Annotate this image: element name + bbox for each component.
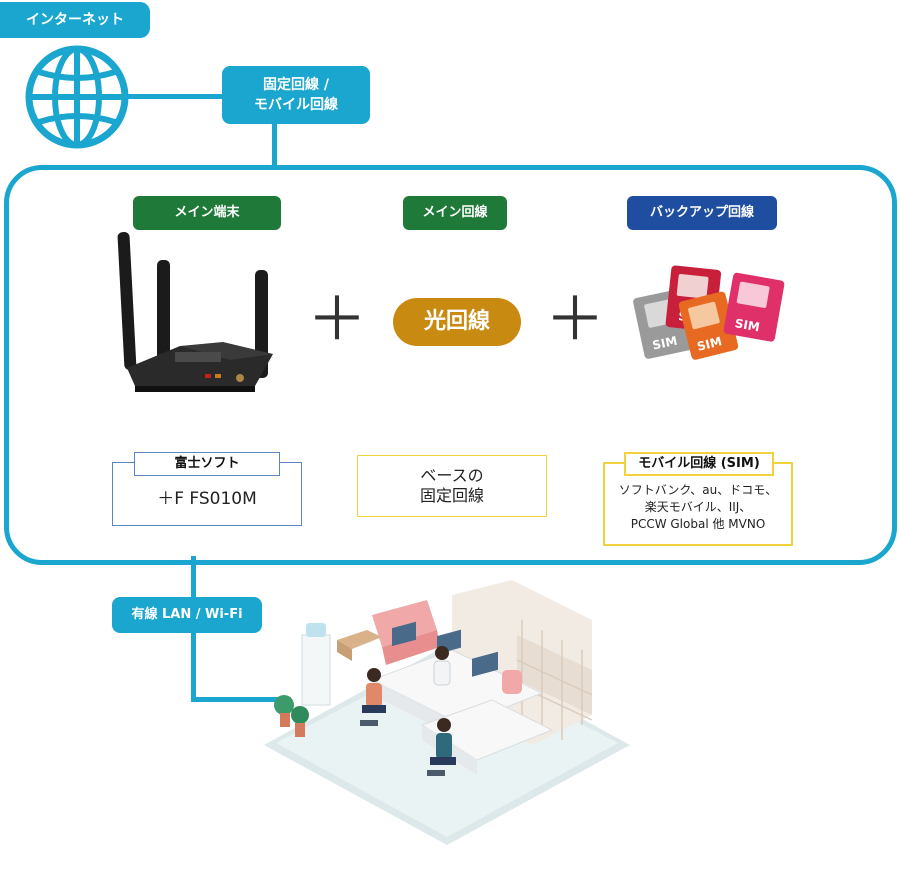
fixed-mobile-line-label: 固定回線 / モバイル回線	[222, 66, 370, 124]
office-illustration	[264, 580, 630, 845]
fixed-mobile-label-line1: 固定回線 /	[263, 77, 329, 93]
connector-to-box	[272, 122, 277, 170]
mobile-sim-card: ソフトバンク、au、ドコモ、 楽天モバイル、IIJ、 PCCW Global 他…	[603, 462, 793, 546]
fujisoft-card-title: 富士ソフト	[134, 452, 280, 476]
plus-sign-2: ＋	[545, 285, 605, 355]
connector-lan-horizontal	[191, 697, 291, 702]
base-card-line1: ベースの	[420, 466, 484, 485]
fixed-mobile-label-line2: モバイル回線	[254, 97, 338, 113]
sim-chip-gray-text: SIM	[651, 334, 678, 353]
main-line-tag: メイン回線	[403, 196, 507, 230]
sim-cards-image: SIM SIM SIM SIM	[633, 265, 785, 360]
sim-chip-orange-text: SIM	[696, 334, 724, 354]
plus-sign-1: ＋	[307, 285, 367, 355]
hikari-line-label: 光回線	[393, 298, 521, 346]
sim-card-line3: PCCW Global 他 MVNO	[630, 517, 766, 531]
lan-wifi-label: 有線 LAN / Wi-Fi	[112, 597, 262, 633]
sim-chip-pink-text: SIM	[734, 316, 761, 334]
connector-internet	[128, 94, 228, 99]
main-terminal-tag: メイン端末	[133, 196, 281, 230]
internet-label: インターネット	[0, 2, 150, 38]
sim-card-line2: 楽天モバイル、IIJ、	[644, 500, 752, 514]
router-image	[117, 232, 273, 392]
base-fixed-line-card: ベースの 固定回線	[357, 455, 547, 517]
mobile-sim-card-title: モバイル回線 (SIM)	[624, 452, 774, 476]
fujisoft-card-body: ＋F FS010M	[157, 489, 257, 509]
globe-icon	[25, 45, 129, 149]
backup-line-tag: バックアップ回線	[627, 196, 777, 230]
base-card-line2: 固定回線	[419, 486, 484, 505]
sim-card-line1: ソフトバンク、au、ドコモ、	[618, 483, 778, 497]
